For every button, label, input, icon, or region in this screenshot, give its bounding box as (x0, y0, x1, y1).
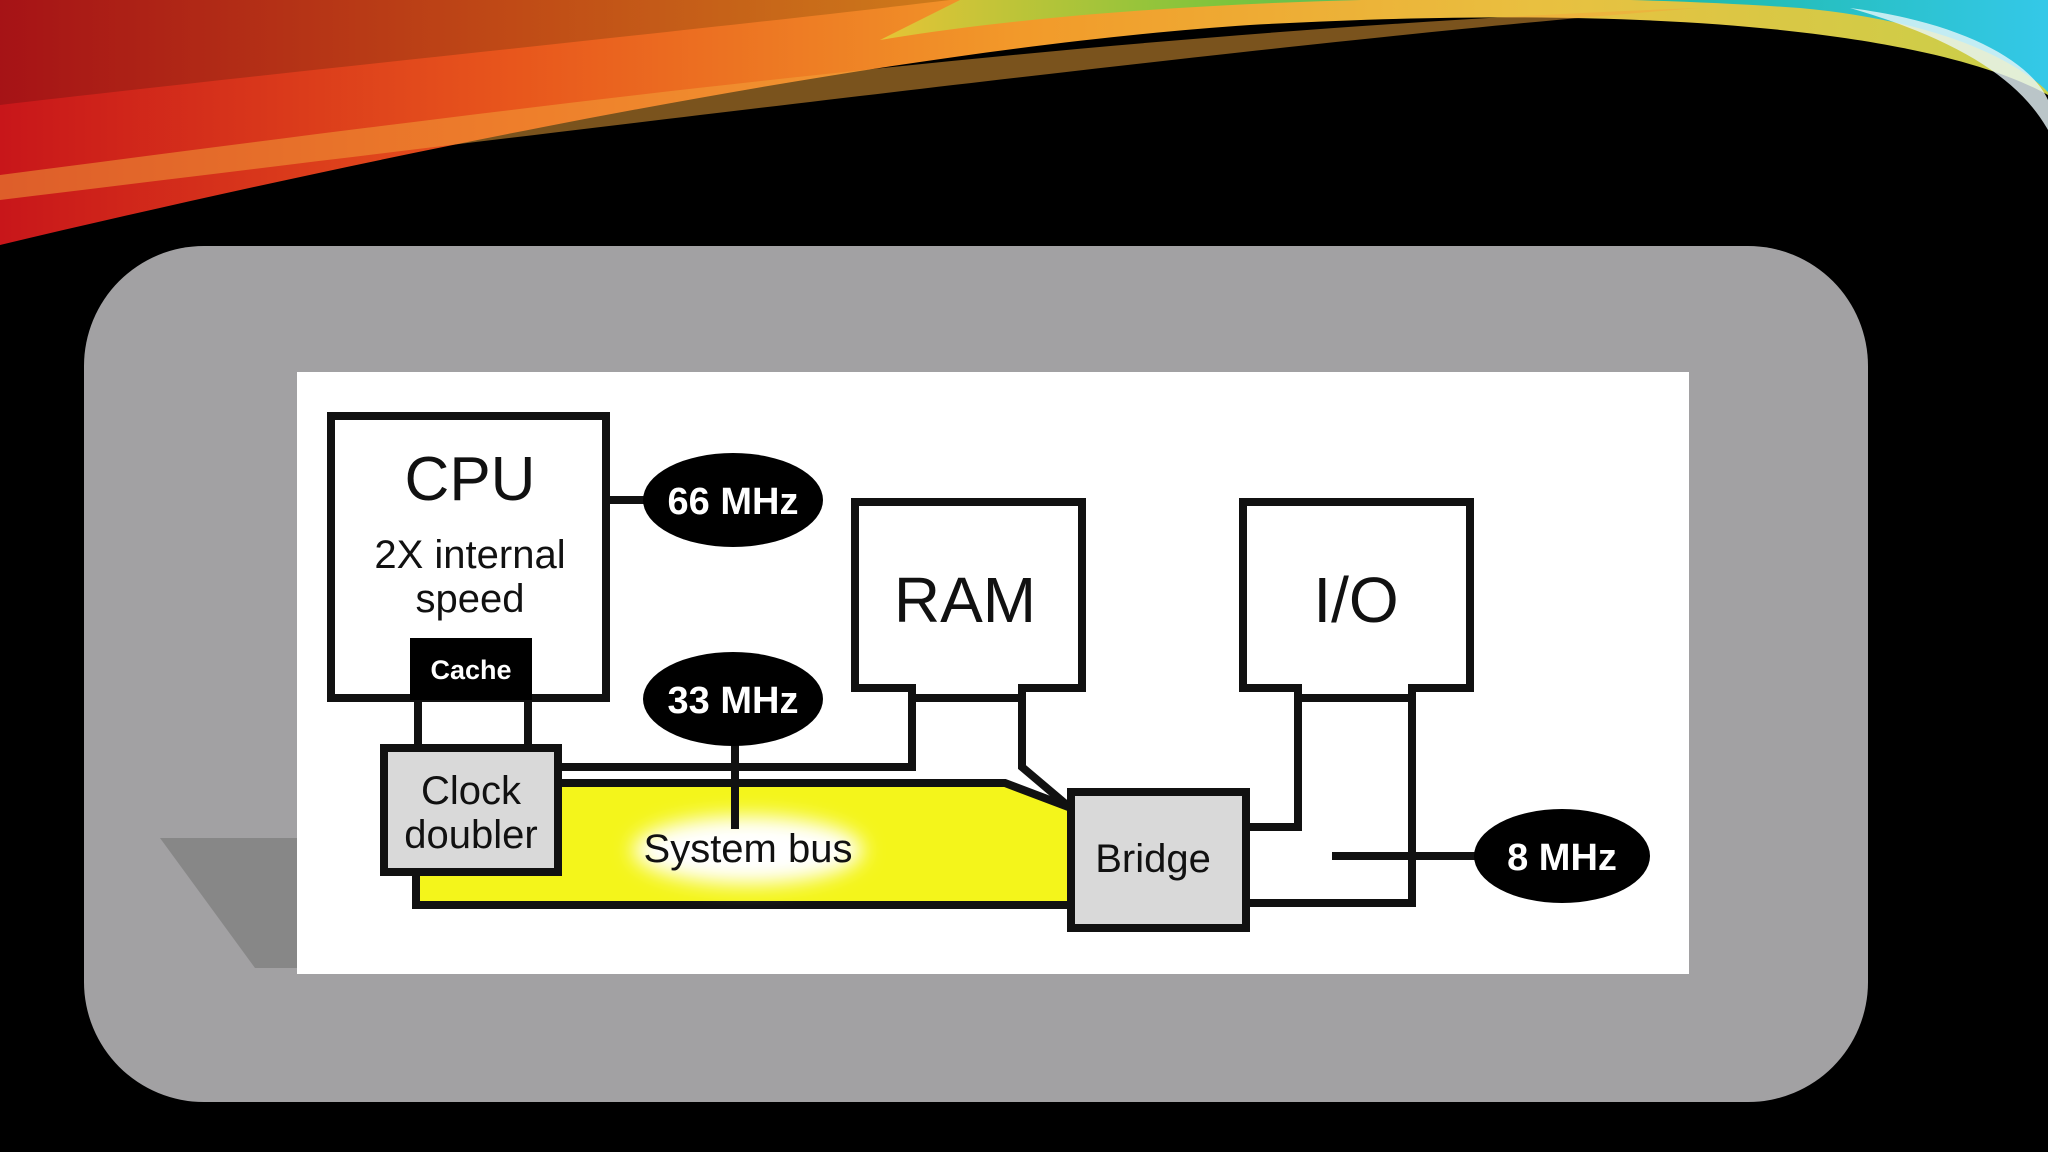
cache-label: Cache (430, 655, 511, 685)
io-clock-pill (1474, 809, 1650, 903)
cpu-clock-pill (643, 453, 823, 547)
system-bus-label-glow (633, 816, 863, 884)
clock-doubler-line1: Clock (421, 769, 522, 813)
diagram-shadow (160, 838, 297, 968)
cpu-desc-line1: 2X internal (374, 533, 565, 577)
clock-doubler-box (380, 744, 562, 876)
ram-box (851, 498, 1086, 702)
system-bus-label: System bus (644, 827, 853, 871)
bridge-box (1067, 788, 1250, 932)
clock-doubler-line2: doubler (404, 813, 537, 857)
bus-clock-label: 33 MHz (668, 680, 799, 722)
cache-box (410, 638, 532, 700)
bus-clock-pill (643, 652, 823, 746)
cpu-title: CPU (405, 445, 536, 514)
cpu-desc-line2: speed (416, 577, 525, 621)
connection-lines (414, 496, 1484, 907)
io-clock-label: 8 MHz (1507, 837, 1617, 879)
decorative-swoosh (0, 0, 2048, 245)
cpu-clock-label: 66 MHz (668, 481, 799, 523)
io-box (1239, 498, 1474, 702)
ram-label: RAM (894, 564, 1036, 636)
bridge-label: Bridge (1095, 837, 1211, 881)
io-label: I/O (1313, 564, 1398, 636)
